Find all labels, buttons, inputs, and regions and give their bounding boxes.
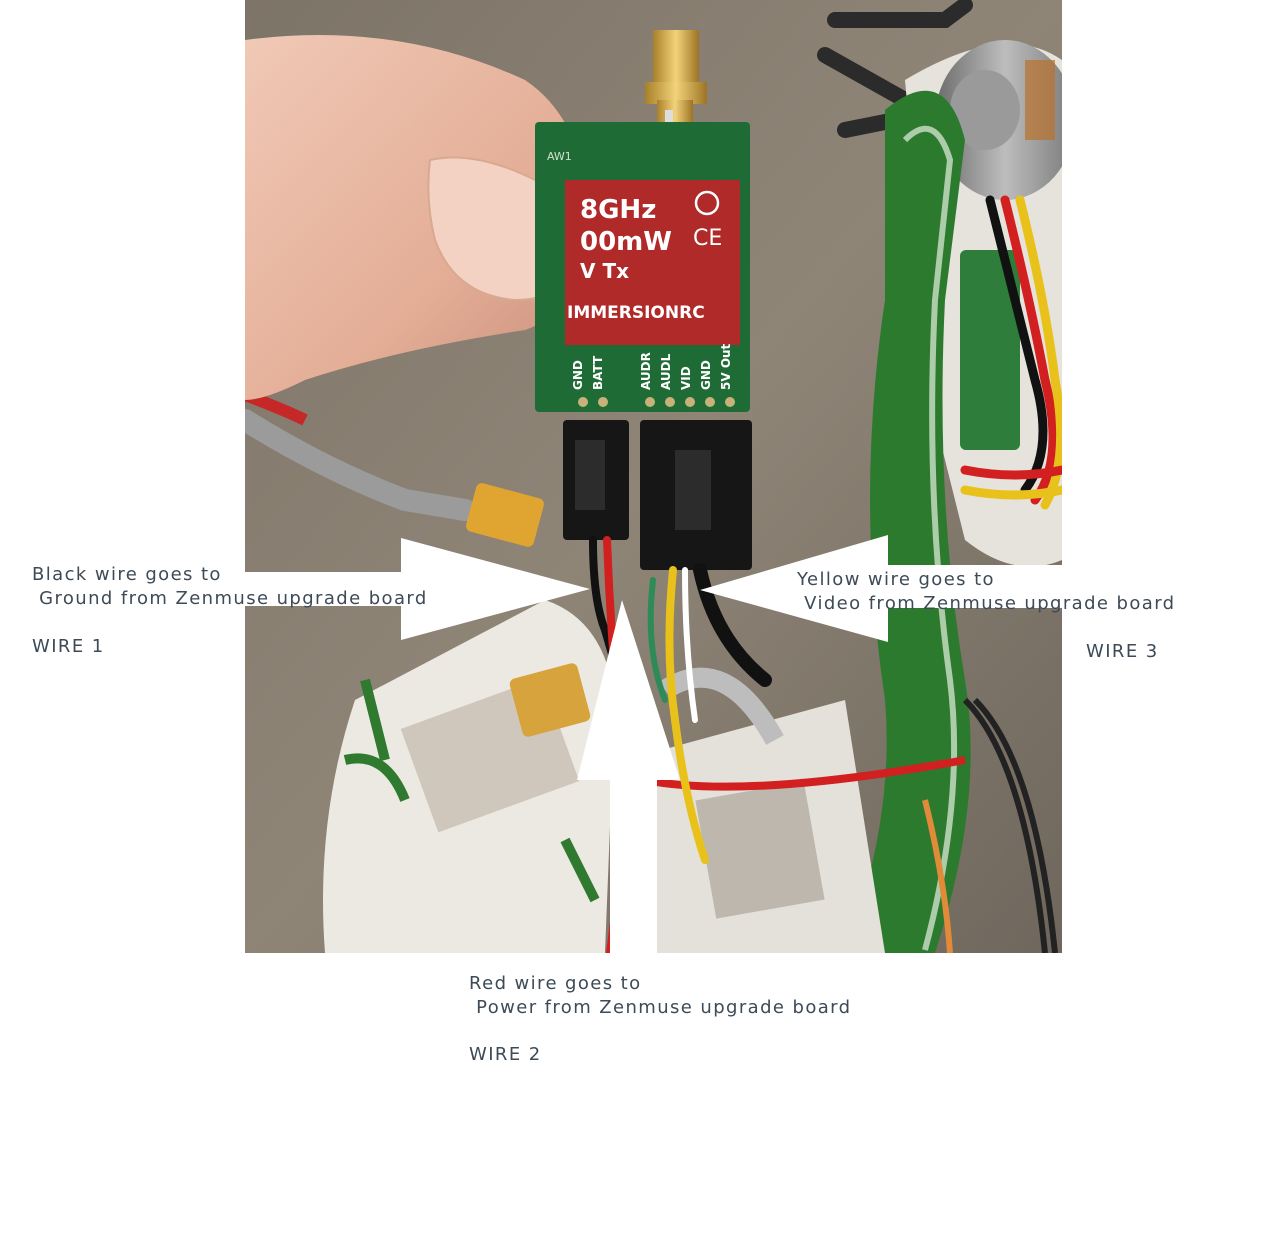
pin-label-5vout: 5V Out bbox=[719, 343, 733, 390]
motor bbox=[935, 40, 1062, 200]
pin-label-gnd: GND bbox=[571, 360, 585, 390]
xt60-connector bbox=[466, 483, 544, 547]
green-arm-highlight bbox=[902, 125, 958, 951]
wire-3-line-2: Video from Zenmuse upgrade board bbox=[797, 593, 1176, 614]
wire-2-tag: WIRE 2 bbox=[469, 1044, 542, 1065]
ribbon-cable bbox=[922, 697, 1058, 953]
frame-cutout bbox=[695, 781, 825, 919]
pin-label-audr: AUDR bbox=[639, 352, 653, 390]
black-connectors bbox=[563, 420, 752, 570]
red-label bbox=[565, 180, 740, 345]
wire-3-tag: WIRE 3 bbox=[1086, 641, 1159, 662]
green-paint bbox=[343, 678, 600, 903]
ce-mark-icon: CE bbox=[693, 226, 722, 251]
finger bbox=[245, 35, 590, 400]
arrow-wire-3 bbox=[700, 535, 1062, 642]
esc-board bbox=[960, 250, 1020, 450]
grey-cable bbox=[245, 409, 476, 521]
wire-1-line-1: Black wire goes to bbox=[32, 564, 222, 585]
pin-label-batt: BATT bbox=[591, 355, 605, 390]
label-power: 00mW bbox=[580, 227, 672, 257]
green-arm bbox=[845, 90, 971, 953]
pin-label-gnd2: GND bbox=[699, 360, 713, 390]
label-brand: IMMERSIONRC bbox=[567, 303, 705, 323]
arrow-wire-2 bbox=[577, 600, 680, 953]
wire-2-line-1: Red wire goes to bbox=[469, 973, 642, 994]
wire-1-tag: WIRE 1 bbox=[32, 636, 105, 657]
arrow-wire-1 bbox=[230, 538, 590, 640]
warning-icon bbox=[694, 190, 720, 216]
video-transmitter: AW1 8GHz 00mW V Tx IMMERSIONRC CE GND BA… bbox=[535, 122, 750, 412]
wire-3-line-1: Yellow wire goes to bbox=[797, 569, 995, 590]
photo: AW1 8GHz 00mW V Tx IMMERSIONRC CE GND BA… bbox=[245, 0, 1062, 953]
wire-1-line-2: Ground from Zenmuse upgrade board bbox=[32, 588, 428, 609]
label-tx: V Tx bbox=[580, 259, 629, 283]
yellow-block bbox=[509, 663, 591, 737]
grey-cable-frame bbox=[659, 667, 784, 745]
esc-wires bbox=[960, 195, 1062, 510]
red-wire-frame bbox=[644, 756, 966, 791]
label-freq: 8GHz bbox=[580, 195, 656, 225]
board-marking: AW1 bbox=[547, 150, 572, 163]
pin-label-audl: AUDL bbox=[659, 353, 673, 390]
pin-label-vid: VID bbox=[679, 366, 693, 390]
wire-2-line-2: Power from Zenmuse upgrade board bbox=[469, 997, 852, 1018]
